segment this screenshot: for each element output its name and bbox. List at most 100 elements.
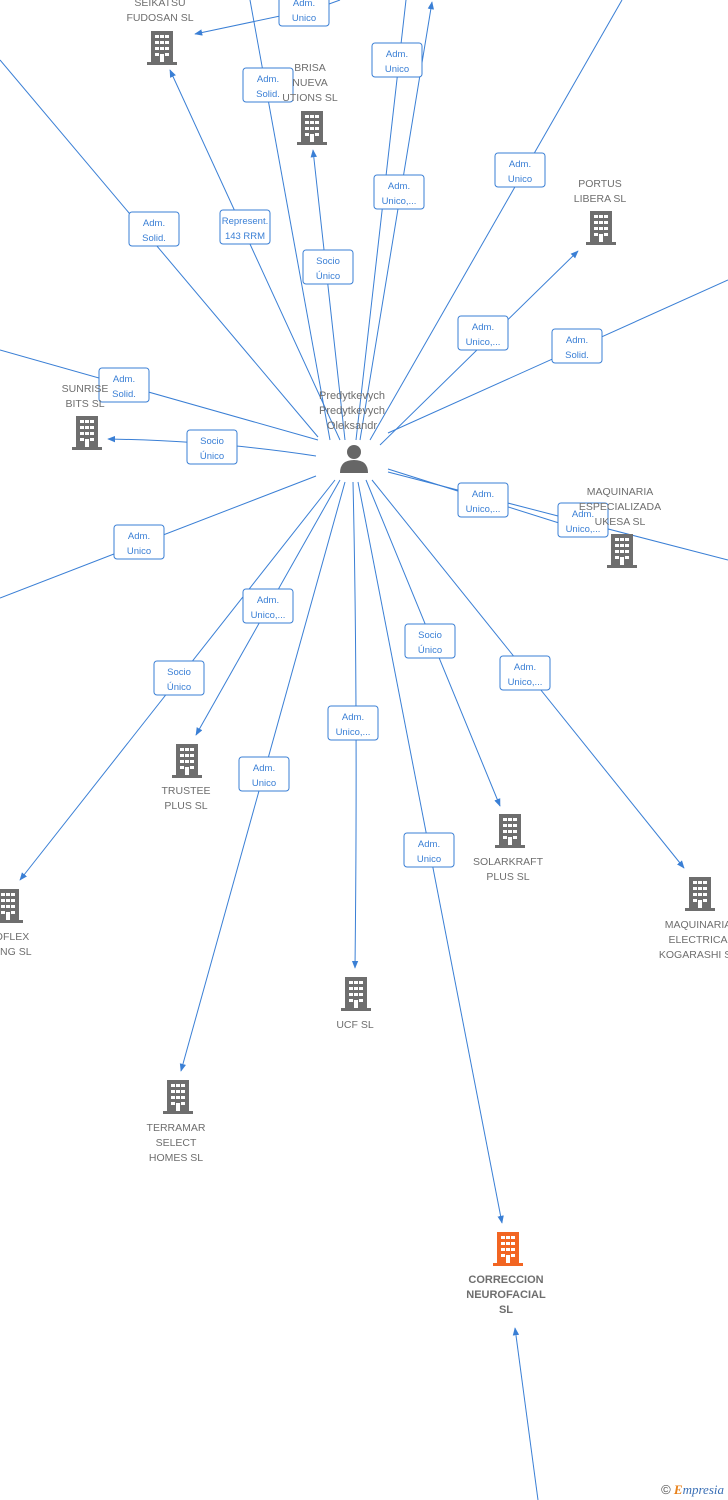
person-icon-body [340, 460, 368, 473]
node-label-line: MAQUINARIA [587, 486, 654, 498]
edge-label-box [373, 174, 425, 210]
building-icon [341, 977, 371, 1011]
edge-label-text: Unico [417, 854, 441, 865]
edge-label-box [371, 42, 423, 78]
edge-label-box [302, 249, 354, 285]
edge-label-text: Unico,... [466, 504, 501, 515]
edge-label-box [327, 705, 379, 741]
edge-label-text: Adm. [293, 0, 315, 9]
edge-label-text: Único [418, 645, 442, 656]
building-icon [586, 211, 616, 245]
edge-label-maqesp-adm-unico: Adm. Unico,... [457, 482, 509, 518]
building-icon [163, 1080, 193, 1114]
edge-label-top-adm-unico: Adm.Unico [278, 0, 330, 27]
edge-label-text: Solid. [112, 389, 136, 400]
node-sunrise[interactable]: SUNRISE BITS SL [62, 383, 109, 450]
node-ucf[interactable]: UCF SL [336, 977, 374, 1031]
edge-label-text: Único [167, 682, 191, 693]
node-label-line: BRISA [294, 62, 326, 74]
building-icon [607, 534, 637, 568]
edge-label-box [219, 209, 271, 245]
edge-label-trustee-adm-unico: Adm.Unico,... [242, 588, 294, 624]
node-label-line: NUEVA [292, 77, 327, 89]
node-label-line: ESPECIALIZADA [579, 501, 661, 513]
edge-label-text: 143 RRM [225, 231, 265, 242]
node-label-line: ELECTRICA [669, 934, 728, 946]
edge-labels-layer: Adm.UnicoAdm.Solid.Adm.UnicoAdm.Unico,..… [98, 0, 609, 868]
edge-label-box [494, 152, 546, 188]
edge-label-box [153, 660, 205, 696]
edge-label-ucf-adm-unico: Adm. Unico,... [327, 705, 379, 741]
node-label-line: HOMES SL [149, 1152, 203, 1164]
edge-label-box [457, 315, 509, 351]
node-label-line: MAQUINARIA [665, 919, 728, 931]
edge-label-text: Adm. [509, 159, 531, 170]
edge-label-text: Adm. [342, 712, 364, 723]
node-label-line: SUNRISE [62, 383, 109, 395]
person-name-line: Predytkevych [319, 390, 385, 402]
edge-seikatsu [169, 69, 341, 441]
edge-label-text: Socio [200, 436, 224, 447]
node-oflex[interactable]: OFLEXUNG SL [0, 889, 32, 958]
edge-label-text: Unico,... [566, 524, 601, 535]
edge-label-text: Adm. [143, 218, 165, 229]
edge-label-text: Adm. [472, 489, 494, 500]
node-label-line: UKESA SL [595, 516, 646, 528]
person-name-line: Oleksandr [327, 420, 377, 432]
edge-label-box [113, 524, 165, 560]
node-label-line: TERRAMAR [147, 1122, 206, 1134]
building-icon [147, 31, 177, 65]
edge-top-5 [369, 0, 623, 441]
building-icon [685, 877, 715, 911]
node-brisa[interactable]: BRISA NUEVA UTIONS SL [282, 62, 338, 145]
building-icon [0, 889, 23, 923]
edge-label-text: Adm. [388, 181, 410, 192]
edge-bottom-correccion [512, 1327, 539, 1500]
node-label-line: OFLEX [0, 931, 29, 943]
empresia-credit: © Empresia [661, 1482, 724, 1498]
edge-label-box [98, 367, 150, 403]
edge-label-text: Represent. [222, 216, 268, 227]
edge-label-upleft-adm-solid: Adm.Solid. [128, 211, 180, 247]
edge-label-text: Unico,... [336, 727, 371, 738]
edge-label-text: Adm. [253, 763, 275, 774]
node-label-line: PLUS SL [486, 871, 529, 883]
edge-label-box [242, 588, 294, 624]
edge-label-text: Adm. [572, 509, 594, 520]
edge-label-portus-adm-unico: Adm.Unico,... [457, 315, 509, 351]
person-icon [347, 445, 361, 459]
edge-label-box [278, 0, 330, 27]
edge-label-text: Unico [127, 546, 151, 557]
edge-label-box [404, 623, 456, 659]
edge-label-seikatsu-represent: Represent. 143 RRM [219, 209, 271, 245]
edge-label-text: Adm. [257, 74, 279, 85]
edge-label-text: Adm. [113, 374, 135, 385]
edge-label-box [403, 832, 455, 868]
node-label-line: PORTUS [578, 178, 622, 190]
node-label-line: UTIONS SL [282, 92, 338, 104]
edge-left-offscreen [0, 349, 319, 441]
edge-label-top-adm-unico-2: Adm.Unico [371, 42, 423, 78]
edge-label-text: Adm. [566, 335, 588, 346]
edge-label-left-adm-solid: Adm. Solid. [98, 367, 150, 403]
edge-label-text: Adm. [257, 595, 279, 606]
node-label-line: BITS SL [65, 398, 104, 410]
building-icon [172, 744, 202, 778]
node-label-line: SL [499, 1304, 513, 1316]
edge-label-box [186, 429, 238, 465]
node-maquinaria-esp[interactable]: MAQUINARIA ESPECIALIZADA UKESA SL [579, 486, 661, 568]
edge-label-text: Adm. [128, 531, 150, 542]
edge-label-text: Unico [385, 64, 409, 75]
